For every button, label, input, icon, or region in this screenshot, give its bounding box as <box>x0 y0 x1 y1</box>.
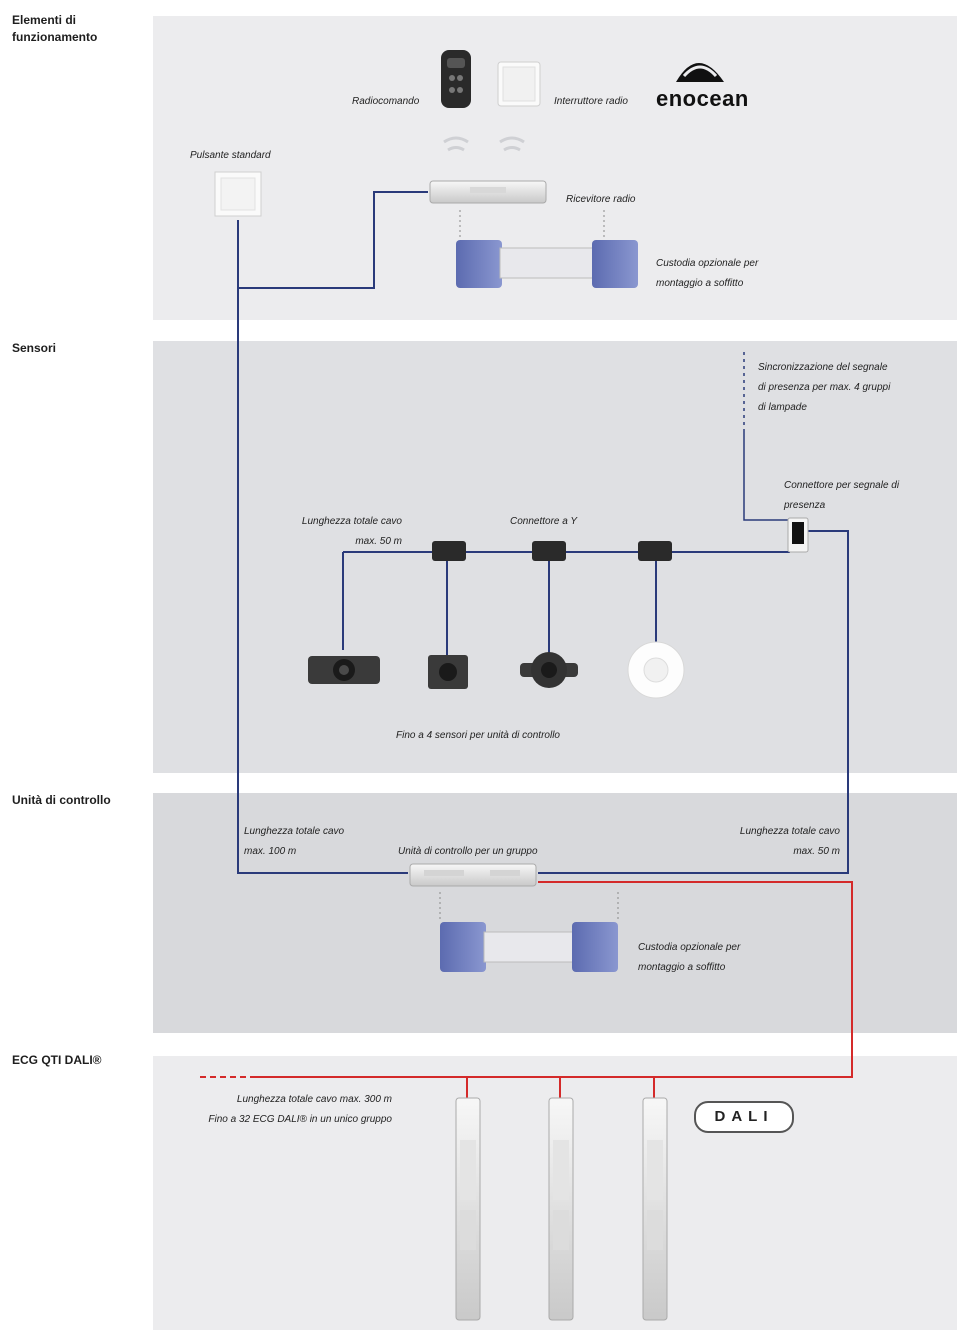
standard-button-device <box>215 172 261 216</box>
optional-housing-1 <box>456 210 638 288</box>
sensor-3 <box>520 652 578 688</box>
ecg-driver-1 <box>456 1098 480 1320</box>
label-radio-switch: Interruttore radio <box>554 92 628 112</box>
label-optional-housing-1: Custodia opzionale per montaggio a soffi… <box>656 254 758 294</box>
radio-receiver-device <box>430 181 546 203</box>
enocean-logo-text: enocean <box>656 86 749 112</box>
enocean-logo-icon <box>676 63 724 82</box>
optional-housing-2 <box>440 892 618 972</box>
label-presence-sync: Sincronizzazione del segnale di presenza… <box>758 358 890 418</box>
label-remote: Radiocomando <box>352 92 419 112</box>
label-optional-housing-2: Custodia opzionale per montaggio a soffi… <box>638 938 740 978</box>
signal-line-receiver <box>238 192 428 288</box>
remote-control-device <box>441 50 471 150</box>
sensor-4 <box>628 642 684 698</box>
dali-line <box>252 882 852 1077</box>
label-control-unit: Unità di controllo per un gruppo <box>398 842 538 862</box>
y-connector-2 <box>532 541 566 561</box>
dali-logo: DALI <box>694 1101 794 1133</box>
ecg-driver-3 <box>643 1098 667 1320</box>
y-connector-3 <box>638 541 672 561</box>
presence-connector-device <box>788 518 808 552</box>
ecg-driver-2 <box>549 1098 573 1320</box>
label-sensors-per-unit: Fino a 4 sensori per unità di controllo <box>396 726 560 746</box>
radio-switch-device <box>498 62 540 150</box>
label-cable-length-left: Lunghezza totale cavo max. 100 m <box>244 822 344 862</box>
sensor-2 <box>428 655 468 689</box>
label-cable-length-right: Lunghezza totale cavo max. 50 m <box>698 822 840 862</box>
label-dali-cable: Lunghezza totale cavo max. 300 m Fino a … <box>176 1090 392 1130</box>
label-y-connector: Connettore a Y <box>510 512 577 532</box>
label-radio-receiver: Ricevitore radio <box>566 190 635 210</box>
y-connector-1 <box>432 541 466 561</box>
presence-sync-line-solid <box>744 430 788 520</box>
label-standard-button: Pulsante standard <box>190 146 271 166</box>
label-presence-connector: Connettore per segnale di presenza <box>784 476 899 516</box>
label-cable-length-sensors: Lunghezza totale cavo max. 50 m <box>262 512 402 552</box>
sensor-1 <box>308 656 380 684</box>
control-unit-device <box>410 864 536 886</box>
